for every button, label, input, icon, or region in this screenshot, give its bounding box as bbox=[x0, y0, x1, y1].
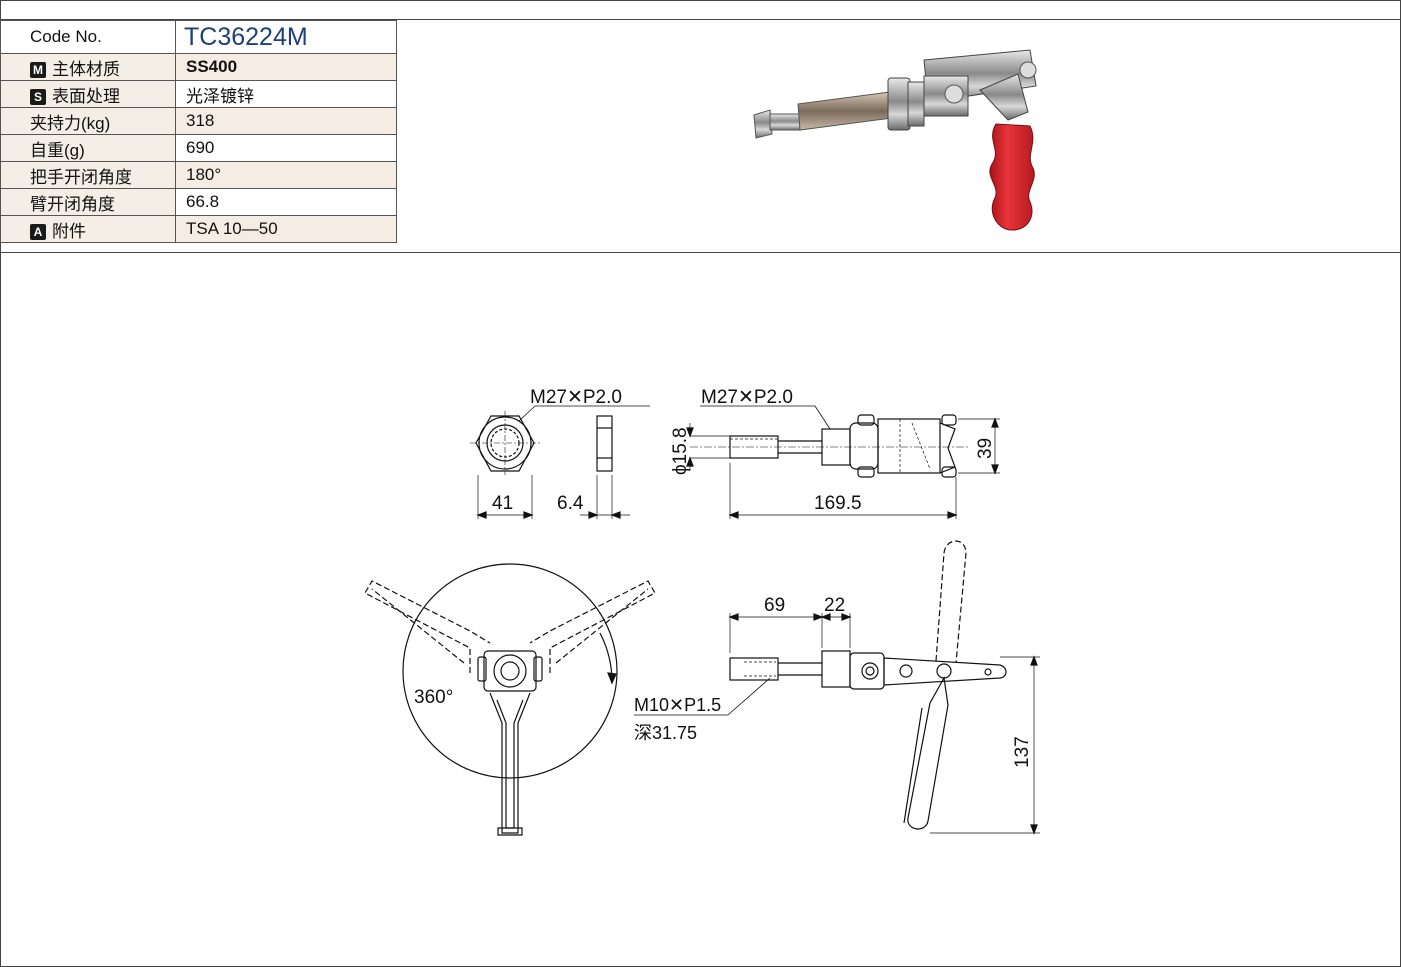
shaft-diameter-label: ϕ15.8 bbox=[670, 427, 691, 475]
spec-key: Code No. bbox=[0, 20, 176, 54]
accessory-badge-icon: A bbox=[30, 223, 46, 240]
table-row: Code No. TC36224M bbox=[0, 20, 397, 54]
rotation-label: 360° bbox=[414, 687, 453, 708]
spec-value: 66.8 bbox=[175, 188, 397, 216]
nut-side-view bbox=[580, 415, 630, 519]
spec-key: 把手开闭角度 bbox=[0, 161, 176, 189]
rotation-view bbox=[364, 563, 656, 836]
spec-key: 臂开闭角度 bbox=[0, 188, 176, 216]
technical-drawing: M27✕P2.0 41 6.4 M27✕P2.0 ϕ15.8 39 169.5 … bbox=[364, 387, 1040, 836]
table-row: 夹持力(kg) 318 bbox=[0, 107, 397, 135]
height-39-label: 39 bbox=[975, 438, 996, 459]
spec-value: SS400 bbox=[175, 53, 397, 81]
clamp-top-view bbox=[686, 405, 1000, 519]
length-22-label: 22 bbox=[824, 595, 845, 616]
spec-value: 690 bbox=[175, 134, 397, 162]
nut-thread-label: M27✕P2.0 bbox=[530, 387, 622, 408]
table-row: 自重(g) 690 bbox=[0, 134, 397, 162]
spec-value: 180° bbox=[175, 161, 397, 189]
tip-depth-label: 深31.75 bbox=[634, 723, 697, 743]
length-169-label: 169.5 bbox=[814, 493, 862, 514]
clamp-side-view bbox=[634, 540, 1040, 835]
spec-key: 夹持力(kg) bbox=[0, 107, 176, 135]
height-137-label: 137 bbox=[1012, 736, 1033, 768]
clamp-body-icon bbox=[753, 49, 1037, 139]
top-rule bbox=[0, 19, 1401, 20]
nut-thickness-label: 6.4 bbox=[557, 493, 584, 514]
table-row: 臂开闭角度 66.8 bbox=[0, 188, 397, 216]
spec-value: 318 bbox=[175, 107, 397, 135]
code-number: TC36224M bbox=[175, 20, 397, 54]
spec-value: TSA 10—50 bbox=[175, 215, 397, 243]
nut-width-label: 41 bbox=[492, 493, 513, 514]
side-thread-label: M27✕P2.0 bbox=[701, 387, 793, 408]
red-handle-icon bbox=[989, 123, 1035, 231]
nut-front-view bbox=[470, 405, 650, 519]
tip-thread-label: M10✕P1.5 bbox=[634, 695, 721, 715]
material-badge-icon: M bbox=[30, 61, 46, 78]
section-divider bbox=[0, 252, 1401, 253]
surface-badge-icon: S bbox=[30, 88, 46, 105]
product-photo bbox=[753, 49, 1037, 231]
spec-key: 自重(g) bbox=[0, 134, 176, 162]
table-row: 把手开闭角度 180° bbox=[0, 161, 397, 189]
spec-value: 光泽镀锌 bbox=[175, 80, 397, 108]
length-69-label: 69 bbox=[764, 595, 785, 616]
